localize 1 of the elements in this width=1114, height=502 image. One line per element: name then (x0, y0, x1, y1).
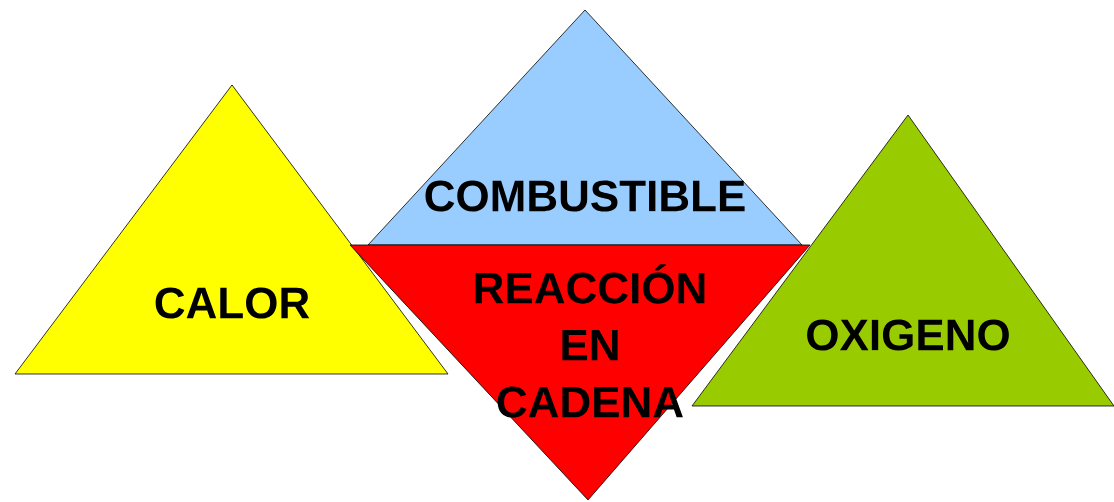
triangle: COMBUSTIBLE (367, 9, 803, 246)
